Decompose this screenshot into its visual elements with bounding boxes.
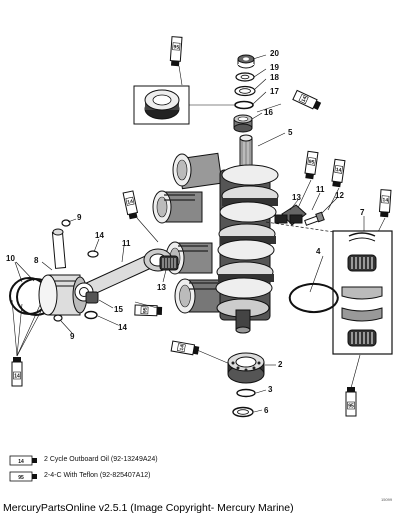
lubricant-tube-14-right: 14 bbox=[292, 89, 322, 111]
o-ring-17 bbox=[234, 100, 254, 110]
callout-11-right: 11 bbox=[316, 185, 325, 194]
top-nut-20 bbox=[237, 54, 255, 69]
lubricant-tube-14-bottom: 14 bbox=[170, 340, 200, 356]
callout-18: 18 bbox=[270, 73, 279, 82]
callout-2: 2 bbox=[278, 360, 283, 369]
callout-13-right: 13 bbox=[292, 193, 301, 202]
assembly-dash-line bbox=[265, 221, 335, 233]
washer-19 bbox=[235, 72, 255, 82]
oil-seal-6 bbox=[232, 406, 254, 418]
callout-20: 20 bbox=[270, 49, 279, 58]
tube-code-label: 14 bbox=[127, 199, 134, 206]
needle-bearing-13-left bbox=[159, 255, 179, 271]
lock-ring-9-bottom bbox=[53, 314, 63, 322]
legend-code-14: 14 bbox=[18, 459, 24, 465]
tube-code-label: 95 bbox=[142, 307, 148, 313]
tube-code-label: 95 bbox=[308, 159, 315, 166]
callout-leader-lines bbox=[14, 54, 365, 413]
callout-9-bottom: 9 bbox=[70, 332, 75, 341]
callout-14-bottom: 14 bbox=[118, 323, 127, 332]
legend-text-2-4-c-teflon: 2-4-C With Teflon (92-825407A12) bbox=[44, 472, 151, 479]
callout-10: 10 bbox=[6, 254, 15, 263]
callout-3: 3 bbox=[268, 385, 273, 394]
rod-bearing-kit-7 bbox=[332, 230, 393, 355]
legend-code-95: 95 bbox=[18, 475, 24, 481]
callout-12: 12 bbox=[335, 191, 344, 200]
wrist-pin-8 bbox=[51, 228, 67, 269]
callout-15: 15 bbox=[114, 305, 123, 314]
callout-14-top: 14 bbox=[95, 231, 104, 240]
retaining-ring-4 bbox=[288, 282, 339, 313]
footer-copyright: MercuryPartsOnline v2.5.1 (Image Copyrig… bbox=[3, 502, 294, 514]
lubricant-tube-14-left: 14 bbox=[122, 190, 139, 220]
callout-19: 19 bbox=[270, 63, 279, 72]
lubricant-tube-14-bottom-left: 14 bbox=[11, 357, 23, 387]
lubricant-tube-14-mid: 14 bbox=[331, 158, 346, 188]
tube-code-label: 14 bbox=[14, 374, 20, 380]
callout-13-left: 13 bbox=[157, 283, 166, 292]
bearing-16 bbox=[233, 114, 253, 133]
callout-8: 8 bbox=[34, 256, 39, 265]
callout-5: 5 bbox=[288, 128, 293, 137]
retaining-ring-3 bbox=[236, 388, 256, 398]
callout-17: 17 bbox=[270, 87, 279, 96]
tube-code-label: 14 bbox=[335, 167, 342, 174]
callout-11-left: 11 bbox=[122, 239, 131, 248]
legend-icon-95: 95 bbox=[9, 471, 37, 482]
ball-bearing-2 bbox=[227, 352, 265, 384]
tube-code-label: 95 bbox=[173, 44, 179, 50]
legend-text-2-cycle-oil: 2 Cycle Outboard Oil (92-13249A24) bbox=[44, 456, 158, 463]
lubricant-tube-14-far-right: 14 bbox=[378, 189, 392, 218]
rod-cap-bolt-12 bbox=[304, 211, 325, 226]
piston-upper-left bbox=[172, 152, 223, 190]
diagram-part-reference: 15099 bbox=[381, 497, 393, 502]
legend-icon-14: 14 bbox=[9, 455, 37, 466]
lock-ring-9-top bbox=[61, 219, 71, 227]
tube-code-label: 14 bbox=[382, 197, 388, 203]
piston-cylinder-2 bbox=[152, 190, 203, 224]
callout-7: 7 bbox=[360, 208, 365, 217]
tube-code-label: 14 bbox=[179, 344, 186, 351]
lubricant-tube-95-mid: 95 bbox=[304, 150, 319, 180]
needle-bearing-15 bbox=[85, 291, 99, 304]
callout-9-top: 9 bbox=[77, 213, 82, 222]
callout-16: 16 bbox=[264, 108, 273, 117]
callout-4: 4 bbox=[316, 247, 321, 256]
lubricant-tube-95-link: 95 bbox=[134, 304, 163, 317]
lubricant-tube-95-bottom-right: 95 bbox=[345, 387, 357, 417]
connecting-rod-11-right bbox=[274, 204, 307, 226]
tube-code-label: 95 bbox=[348, 404, 354, 410]
callout-6: 6 bbox=[264, 406, 269, 415]
crankshaft-5 bbox=[215, 134, 279, 334]
lubricant-leader-lines bbox=[11, 65, 386, 389]
washer-14-bottom bbox=[84, 310, 98, 320]
washer-14-top bbox=[87, 250, 99, 258]
lubricant-tube-95-top: 95 bbox=[169, 36, 183, 67]
tube-code-label: 14 bbox=[301, 95, 309, 103]
seal-detail-box bbox=[133, 85, 234, 125]
seal-18 bbox=[234, 85, 256, 97]
